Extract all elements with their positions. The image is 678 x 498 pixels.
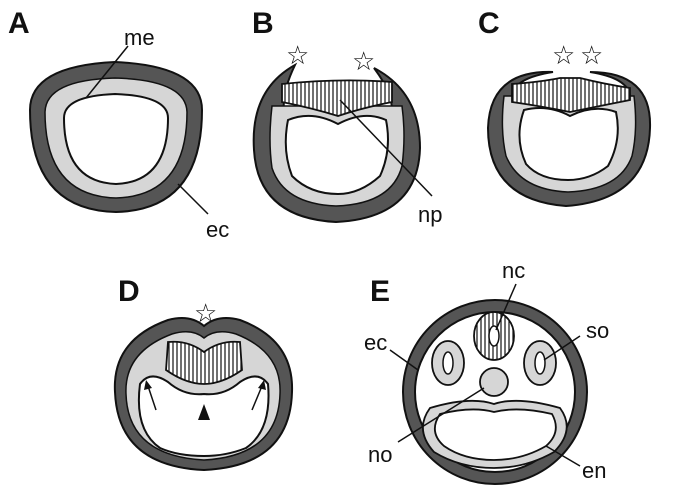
panel-e: E nc so ec no en — [364, 258, 609, 485]
panel-b-np-leader — [339, 99, 433, 197]
panel-b-letter: B — [252, 7, 274, 40]
panel-a-label-ec: ec — [206, 217, 229, 242]
panel-e-label-so: so — [586, 318, 609, 343]
panel-e-en-leader — [545, 445, 581, 467]
panel-e-label-nc: nc — [502, 258, 525, 283]
panel-d-arrow-right-shaft — [251, 385, 263, 411]
panel-e-label-en: en — [582, 458, 606, 483]
panel-b-star-left: ☆ — [286, 40, 309, 70]
panel-d-arrow-right-head — [258, 380, 266, 390]
panel-a-me-leader — [85, 45, 129, 99]
panel-b-label-np: np — [418, 202, 442, 227]
panel-a-ec-leader — [177, 183, 209, 215]
panel-c-star-right: ☆ — [580, 40, 603, 70]
panel-e-no-leader — [397, 387, 485, 443]
panel-b-neural-plate — [281, 79, 393, 117]
panel-e-somite-right-cavity — [534, 351, 546, 375]
panel-e-label-no: no — [368, 442, 392, 467]
panel-d-arrowhead-center — [198, 404, 210, 420]
panel-e-label-ec: ec — [364, 330, 387, 355]
panel-e-ec-leader — [389, 349, 419, 371]
panel-b-cavity — [284, 114, 389, 196]
panel-d-arrow-left-head — [144, 380, 152, 390]
panel-c-cavity — [518, 107, 619, 182]
panel-d-letter: D — [118, 275, 140, 308]
panel-d: D ☆ — [113, 275, 294, 472]
panel-d-star: ☆ — [194, 298, 217, 328]
panel-e-neural-canal — [488, 325, 500, 347]
panel-c-star-left: ☆ — [552, 40, 575, 70]
panel-a-cavity — [62, 92, 170, 186]
panel-e-notochord — [479, 367, 509, 397]
panel-d-neural-tube — [165, 340, 243, 385]
panel-b-star-right: ☆ — [352, 46, 375, 76]
panel-a: A me ec — [8, 7, 229, 242]
panel-e-so-leader — [543, 335, 581, 361]
panel-e-nc-leader — [495, 283, 517, 331]
panel-d-arrow-left-shaft — [147, 385, 157, 411]
panel-a-label-me: me — [124, 25, 155, 50]
panel-b: B ☆ ☆ np — [252, 7, 442, 227]
panel-c-letter: C — [478, 7, 500, 40]
panel-e-letter: E — [370, 275, 390, 308]
panel-e-somite-left-cavity — [442, 351, 454, 375]
panel-a-letter: A — [8, 7, 30, 40]
panel-c: C ☆ ☆ — [478, 7, 652, 208]
